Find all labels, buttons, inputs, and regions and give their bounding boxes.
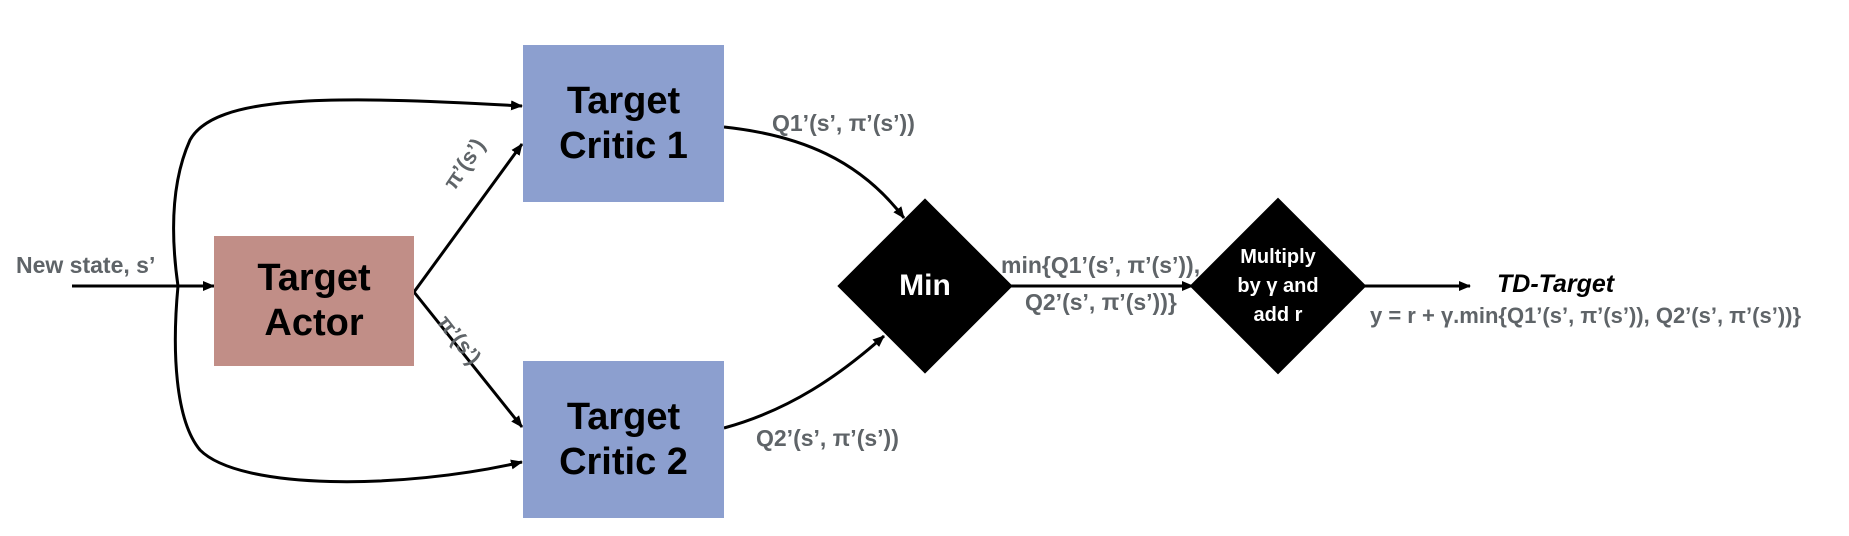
critic2-label-line1: Target bbox=[566, 395, 681, 438]
state-to-critic1-arrow bbox=[172, 98, 523, 287]
min-label: Min bbox=[899, 269, 951, 302]
q1-output-label: Q1’(s’, π’(s’)) bbox=[772, 110, 915, 136]
input-label: New state, s’ bbox=[16, 252, 156, 278]
min-diamond: Min bbox=[837, 196, 1013, 376]
state-to-critic2-arrow bbox=[173, 285, 523, 484]
critic1-label-line2: Critic 1 bbox=[559, 124, 688, 167]
actor-label-line2: Actor bbox=[264, 302, 364, 344]
q2-output-label: Q2’(s’, π’(s’)) bbox=[756, 425, 899, 451]
multiply-diamond: Multiply by γ and add r bbox=[1189, 196, 1367, 376]
actor-to-critic2-arrow bbox=[412, 291, 524, 428]
target-critic-1-box: Target Critic 1 bbox=[523, 45, 724, 202]
critic2-label-line2: Critic 2 bbox=[559, 440, 688, 483]
multiply-label-line3: add r bbox=[1253, 303, 1303, 326]
target-critic-2-box: Target Critic 2 bbox=[523, 361, 724, 518]
actor-to-critic1-arrow bbox=[412, 143, 524, 293]
critic2-to-min-arrow bbox=[723, 334, 885, 430]
critic1-label-line1: Target bbox=[566, 79, 681, 122]
critic1-to-min-arrow bbox=[723, 125, 906, 219]
min-output-label-line2: Q2’(s’, π’(s’))} bbox=[1025, 289, 1177, 315]
target-actor-box: Target Actor bbox=[214, 236, 414, 366]
td-target-title: TD-Target bbox=[1497, 270, 1615, 298]
min-output-label-line1: min{Q1’(s’, π’(s’)), bbox=[1001, 252, 1201, 278]
td-target-formula: y = r + γ.min{Q1’(s’, π’(s’)), Q2’(s’, π… bbox=[1370, 303, 1802, 328]
actor-label-line1: Target bbox=[257, 257, 371, 299]
multiply-label-line1: Multiply bbox=[1240, 245, 1316, 268]
multiply-label-line2: by γ and bbox=[1237, 274, 1319, 297]
